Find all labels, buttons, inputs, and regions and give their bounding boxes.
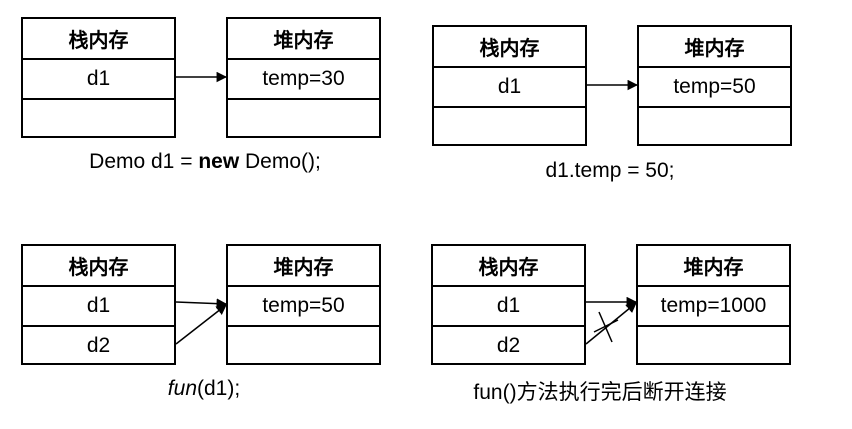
stack-header-2: 栈内存: [479, 36, 540, 60]
stack-cell-d2-3: d2: [23, 325, 174, 365]
arrow-d2-to-heap-3: [175, 304, 227, 345]
arrow-d2-to-heap-4: [585, 302, 637, 345]
caption-4-cjk: 方法执行完后断开连接: [516, 380, 727, 404]
stack-header-1: 栈内存: [68, 28, 129, 52]
stack-memory-box-1: 栈内存 d1: [21, 17, 176, 138]
stack-cell-d1-1: d1: [23, 58, 174, 98]
stack-cell-empty-2: [434, 106, 585, 146]
caption-2-text: d1.temp = 50;: [545, 159, 675, 182]
stack-memory-box-4: 栈内存 d1 d2: [431, 244, 586, 365]
stack-cell-empty-1: [23, 98, 174, 138]
stack-cell-d1-4: d1: [433, 285, 584, 325]
heap-header-2: 堆内存: [684, 36, 745, 60]
heap-cell-empty-1: [228, 98, 379, 138]
caption-1-part1: Demo d1 =: [89, 150, 199, 173]
heap-cell-temp-4: temp=1000: [638, 285, 789, 325]
caption-1-part3: Demo();: [239, 150, 321, 173]
caption-3-func: fun: [167, 377, 198, 400]
heap-cell-empty-2: [639, 106, 790, 146]
stack-cell-d1-2: d1: [434, 66, 585, 106]
caption-3: fun(d1);: [168, 377, 240, 401]
heap-cell-temp-1: temp=30: [228, 58, 379, 98]
stack-cell-d1-3: d1: [23, 285, 174, 325]
arrow-d1-to-heap-3: [175, 298, 228, 309]
heap-header-4: 堆内存: [683, 255, 744, 279]
heap-memory-box-1: 堆内存 temp=30: [226, 17, 381, 138]
caption-1: Demo d1 = new Demo();: [89, 150, 321, 174]
heap-cell-temp-2: temp=50: [639, 66, 790, 106]
caption-1-keyword: new: [198, 150, 240, 173]
stack-header-3: 栈内存: [68, 255, 129, 279]
break-mark-stroke-1: [598, 311, 613, 343]
break-mark-stroke-2: [593, 319, 619, 333]
heap-cell-empty-4: [638, 325, 789, 365]
heap-memory-box-4: 堆内存 temp=1000: [636, 244, 791, 365]
heap-cell-empty-3: [228, 325, 379, 365]
stack-cell-d2-4: d2: [433, 325, 584, 365]
heap-memory-box-2: 堆内存 temp=50: [637, 25, 792, 146]
caption-2: d1.temp = 50;: [545, 159, 674, 183]
heap-header-3: 堆内存: [273, 255, 334, 279]
stack-memory-box-2: 栈内存 d1: [432, 25, 587, 146]
stack-header-4: 栈内存: [478, 255, 539, 279]
heap-memory-box-3: 堆内存 temp=50: [226, 244, 381, 365]
heap-cell-temp-3: temp=50: [228, 285, 379, 325]
caption-3-rest: (d1);: [197, 377, 241, 400]
heap-header-1: 堆内存: [273, 28, 334, 52]
caption-4: fun()方法执行完后断开连接: [473, 376, 726, 406]
stack-memory-box-3: 栈内存 d1 d2: [21, 244, 176, 365]
caption-4-latin: fun(): [473, 381, 517, 404]
